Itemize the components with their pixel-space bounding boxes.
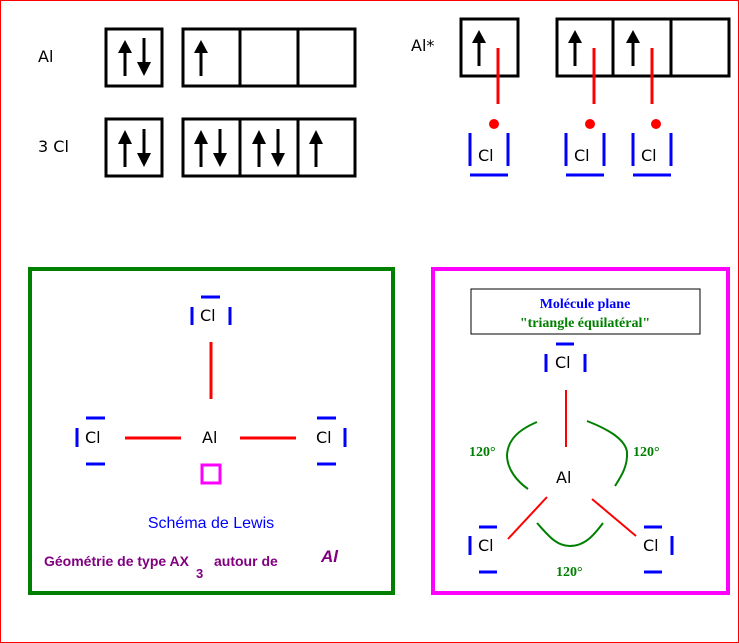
electron-dot <box>585 119 595 129</box>
arrow-down-icon <box>137 38 151 76</box>
angle-arc <box>536 522 604 548</box>
chlorine-top: Cl <box>544 342 587 372</box>
svg-text:Al: Al <box>320 547 339 566</box>
chlorine-right: Cl <box>316 416 347 466</box>
arrow-up-icon <box>118 130 132 167</box>
lewis-box <box>28 267 395 595</box>
arrow-up-icon <box>568 30 582 66</box>
arrow-up-icon <box>194 40 208 76</box>
orbital-box-s <box>104 27 164 88</box>
arrow-up-icon <box>194 130 208 167</box>
chlorine-atom: Cl <box>631 133 673 177</box>
svg-text:Géométrie de type AX: Géométrie de type AX <box>44 553 190 569</box>
arrow-up-icon <box>118 40 132 76</box>
orbital-box-p <box>181 27 357 88</box>
label-al: Al <box>38 47 53 66</box>
lewis-title: Schéma de Lewis <box>148 515 274 532</box>
svg-text:Cl: Cl <box>316 428 332 447</box>
lewis-scheme-panel: Cl Cl Al Cl Schéma de Lewis <box>28 267 395 595</box>
arrow-up-icon <box>252 130 266 167</box>
angle-arc <box>586 420 629 487</box>
central-atom-al: Al <box>556 468 571 487</box>
central-atom-al: Al <box>202 428 217 447</box>
geometry-panel: Molécule plane "triangle équilatéral" Cl… <box>431 267 730 595</box>
arrow-up-icon <box>309 130 323 167</box>
svg-text:autour de: autour de <box>214 553 278 569</box>
svg-text:Cl: Cl <box>643 536 659 555</box>
geometry-title-box <box>470 288 701 335</box>
svg-text:Cl: Cl <box>200 306 216 325</box>
svg-text:Cl: Cl <box>478 146 494 165</box>
electron-config-al: Al <box>38 27 357 88</box>
chlorine-top: Cl <box>190 295 232 325</box>
label-al-excited: Al* <box>411 36 434 55</box>
arrow-down-icon <box>137 129 151 167</box>
arrow-up-icon <box>626 30 640 66</box>
electron-dot <box>651 119 661 129</box>
geometry-title: Molécule plane <box>540 297 631 312</box>
svg-text:Cl: Cl <box>555 353 571 372</box>
electron-config-al-excited: Al* Cl Cl <box>411 17 731 177</box>
geometry-subtitle: "triangle équilatéral" <box>520 316 650 331</box>
bond-line <box>591 498 637 537</box>
svg-text:Cl: Cl <box>574 146 590 165</box>
electron-dot <box>489 119 499 129</box>
geometry-caption: Géométrie de type AX 3 autour de Al <box>44 547 339 581</box>
label-3cl: 3 Cl <box>38 137 69 156</box>
angle-label-right: 120° <box>633 445 660 460</box>
geometry-box <box>431 267 730 595</box>
chlorine-atom: Cl <box>564 133 606 177</box>
electron-config-cl: 3 Cl <box>38 117 357 178</box>
svg-text:Cl: Cl <box>641 146 657 165</box>
chlorine-bottom-left: Cl <box>468 525 497 574</box>
svg-text:Cl: Cl <box>478 536 494 555</box>
angle-label-bottom: 120° <box>556 565 583 580</box>
angle-label-left: 120° <box>469 445 496 460</box>
chlorine-left: Cl <box>75 416 105 466</box>
arrow-down-icon <box>213 129 227 167</box>
chlorine-atom: Cl <box>468 133 510 177</box>
arrow-up-icon <box>472 30 486 66</box>
vacancy-box <box>200 463 222 485</box>
angle-arc <box>505 421 538 490</box>
arrow-down-icon <box>271 129 285 167</box>
chlorine-bottom-right: Cl <box>643 525 674 574</box>
svg-text:3: 3 <box>196 566 203 581</box>
svg-text:Cl: Cl <box>85 428 101 447</box>
bond-line <box>507 496 548 540</box>
